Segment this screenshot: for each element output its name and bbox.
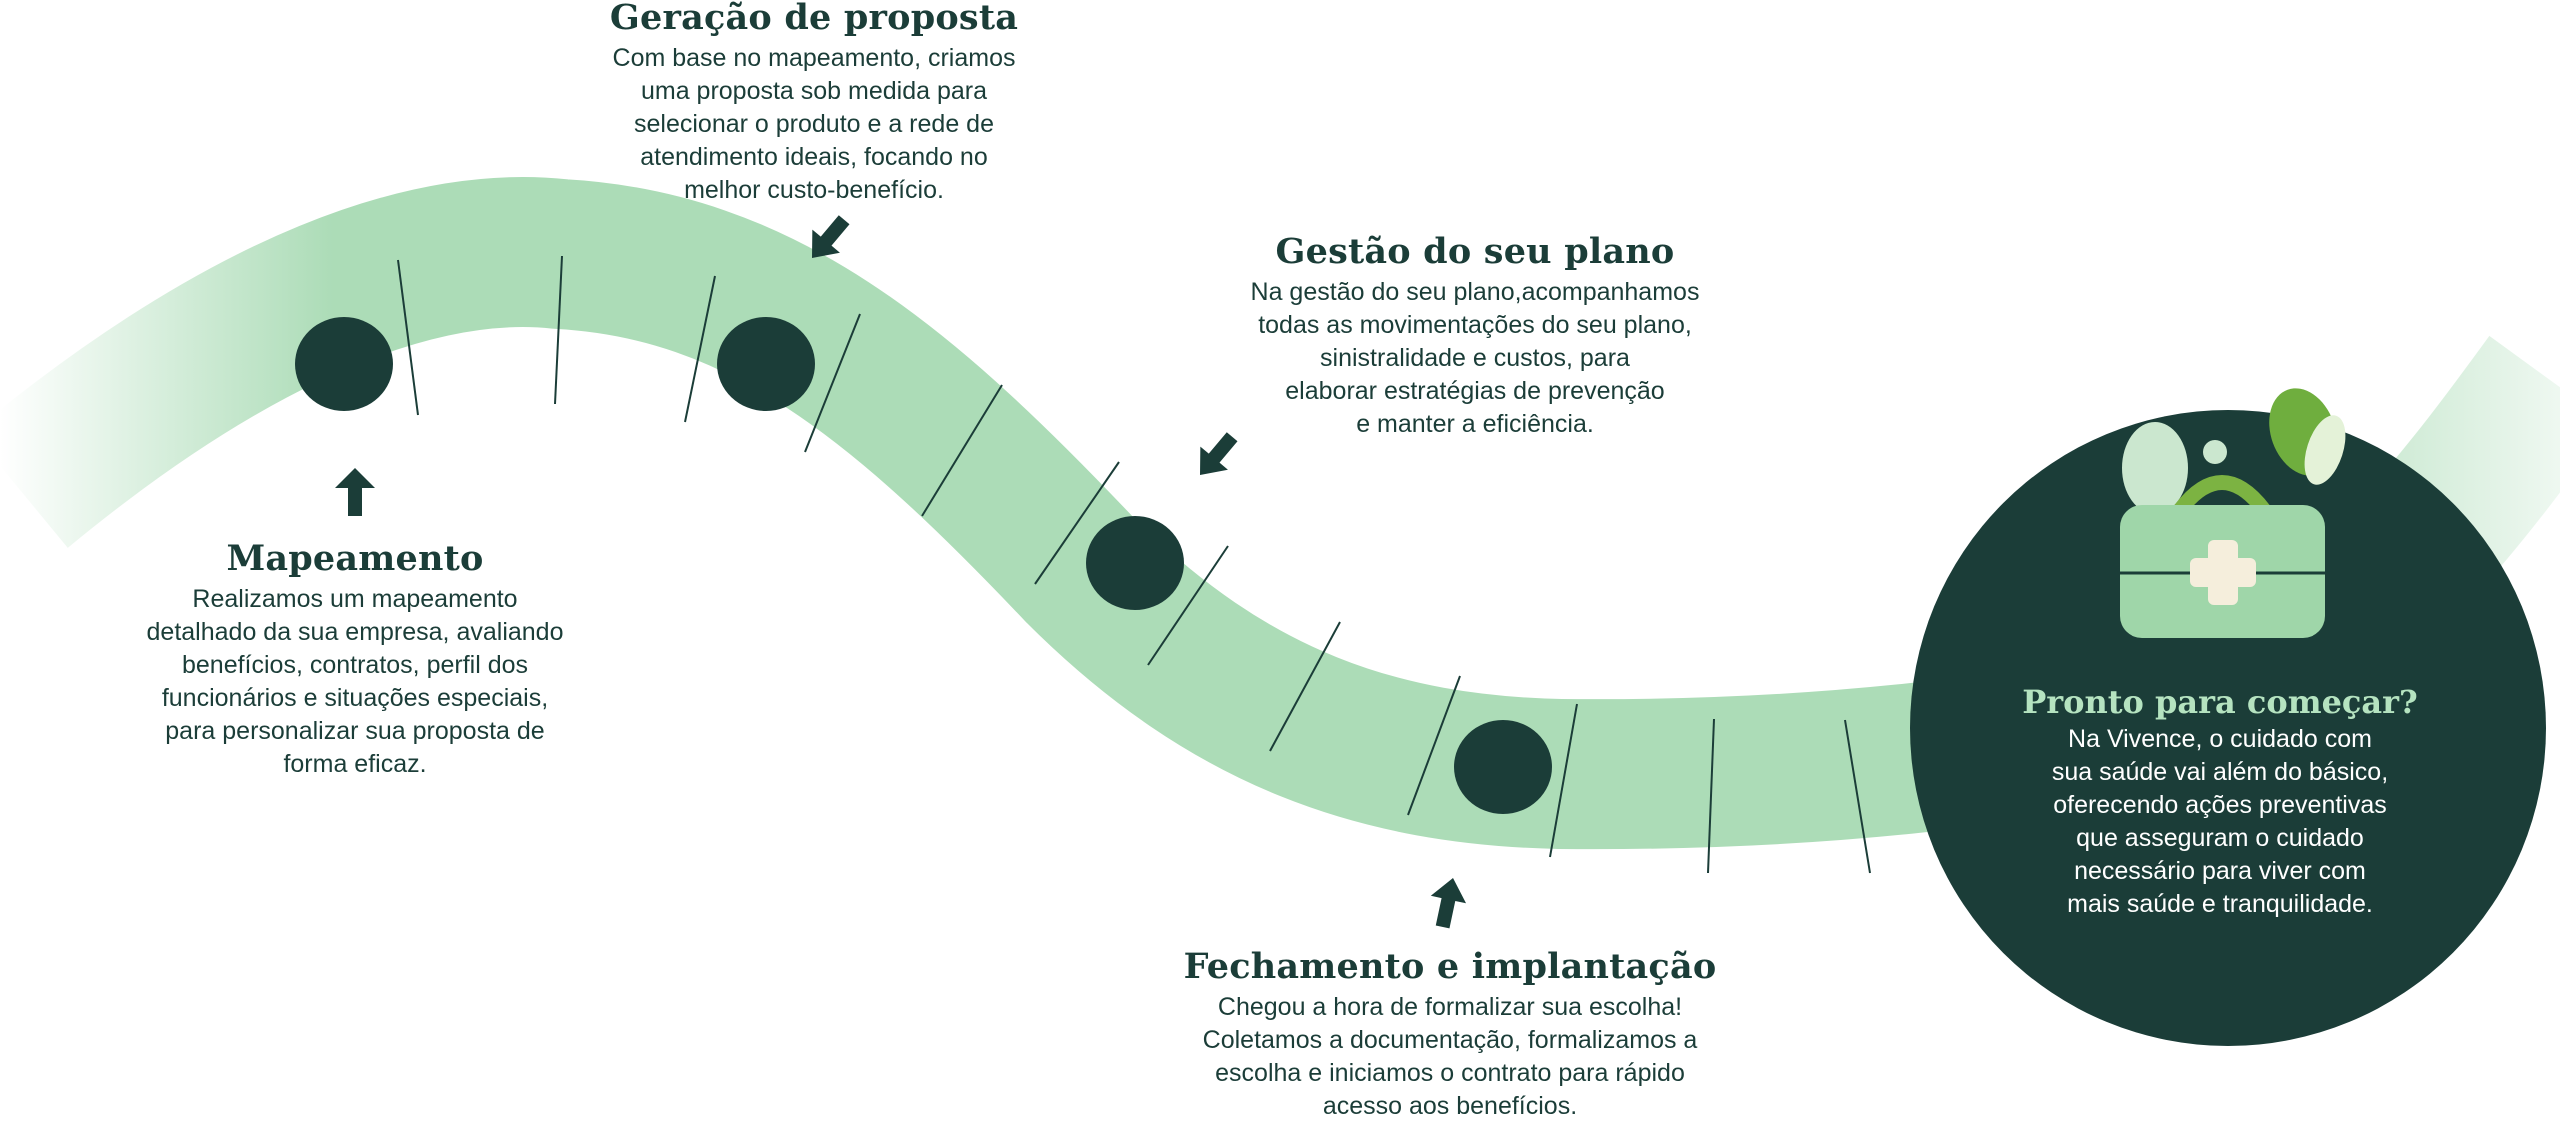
arrows <box>335 215 1467 929</box>
step-geracao-proposta: Geração de proposta Com base no mapeamen… <box>564 0 1064 207</box>
arrow-up-mapeamento <box>335 468 375 516</box>
marker-gestao <box>1086 516 1184 610</box>
step-description: Na gestão do seu plano,acompanhamos toda… <box>1250 278 1700 438</box>
step-description: Chegou a hora de formalizar sua escolha!… <box>1202 993 1698 1120</box>
medical-kit-icon <box>2120 388 2346 638</box>
arrow-up-fechamento <box>1430 878 1467 929</box>
marker-mapeamento <box>295 317 393 411</box>
cta-block: Pronto para começar? Na Vivence, o cuida… <box>1995 683 2445 921</box>
step-fechamento-implantacao: Fechamento e implantação Chegou a hora d… <box>1160 946 1740 1123</box>
step-mapeamento: Mapeamento Realizamos um mapeamento deta… <box>105 538 605 781</box>
step-title: Fechamento e implantação <box>1183 946 1717 987</box>
road-dividers <box>397 255 1871 874</box>
arrow-down-gestao <box>1200 432 1238 475</box>
cta-description: Na Vivence, o cuidado com sua saúde vai … <box>2051 725 2389 918</box>
marker-fechamento <box>1454 720 1552 814</box>
step-title: Mapeamento <box>226 538 484 579</box>
marker-geracao <box>717 317 815 411</box>
cta-circle <box>1910 410 2546 1046</box>
step-markers <box>295 317 1552 814</box>
step-description: Realizamos um mapeamento detalhado da su… <box>146 585 564 778</box>
step-description: Com base no mapeamento, criamos uma prop… <box>612 44 1016 204</box>
arrow-down-geracao <box>812 215 850 258</box>
step-gestao-plano: Gestão do seu plano Na gestão do seu pla… <box>1215 231 1735 441</box>
step-title: Geração de proposta <box>609 0 1019 38</box>
step-title: Gestão do seu plano <box>1275 231 1675 272</box>
cta-title: Pronto para começar? <box>2022 683 2418 721</box>
